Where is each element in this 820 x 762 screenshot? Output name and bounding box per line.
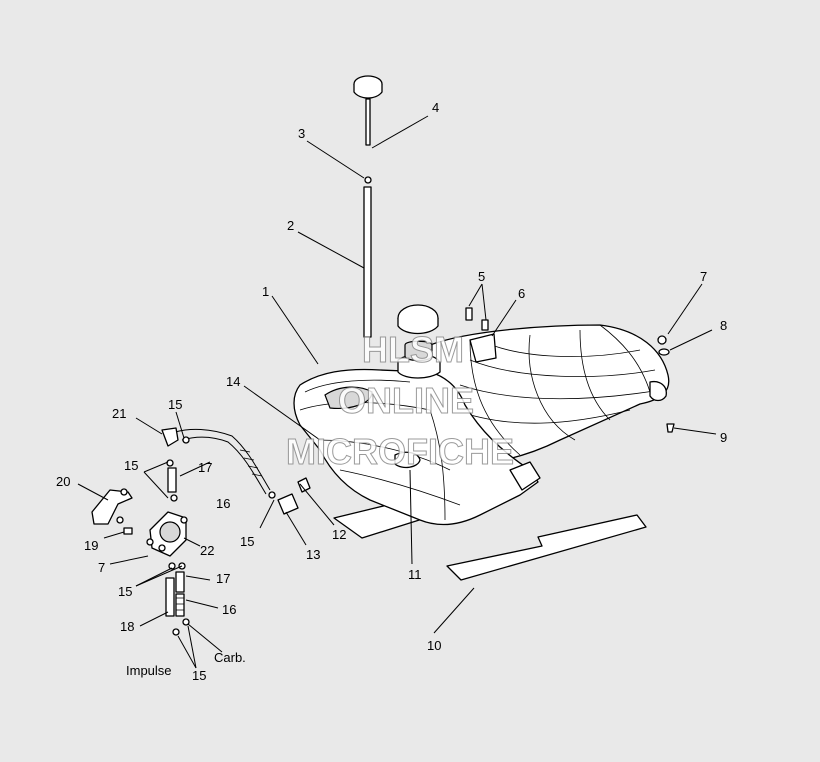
callout-1: 1 — [262, 284, 269, 299]
callout-7-left: 7 — [98, 560, 105, 575]
fuel-tank — [293, 353, 541, 526]
callout-15-top: 15 — [168, 397, 182, 412]
bolts-and-bracket — [465, 307, 497, 363]
fuel-pump-assembly — [91, 427, 190, 636]
leader-lines — [77, 115, 717, 669]
label-impulse: Impulse — [126, 663, 172, 678]
callout-20: 20 — [56, 474, 70, 489]
callout-15-hose: 15 — [240, 534, 254, 549]
callout-13: 13 — [306, 547, 320, 562]
callout-5: 5 — [478, 269, 485, 284]
clamp-12 — [297, 477, 311, 493]
vent-hose — [174, 428, 271, 495]
fitting-13 — [268, 491, 299, 515]
callout-17-lower: 17 — [216, 571, 230, 586]
callout-16-lower: 16 — [222, 602, 236, 617]
callout-14: 14 — [226, 374, 240, 389]
callout-15-lower: 15 — [118, 584, 132, 599]
callout-15-mid: 15 — [124, 458, 138, 473]
callout-8: 8 — [720, 318, 727, 333]
callout-21: 21 — [112, 406, 126, 421]
callout-22: 22 — [200, 543, 214, 558]
callout-19: 19 — [84, 538, 98, 553]
callout-2: 2 — [287, 218, 294, 233]
gauge-cap-assembly — [353, 75, 383, 338]
callout-10: 10 — [427, 638, 441, 653]
callout-numbers: 4 3 2 1 5 6 7 8 9 10 11 12 13 14 15 21 1… — [56, 100, 727, 683]
callout-11: 11 — [408, 567, 422, 582]
decal-10 — [446, 514, 647, 581]
watermark-line-2: ONLINE — [338, 380, 474, 421]
callout-9: 9 — [720, 430, 727, 445]
callout-16-upper: 16 — [216, 496, 230, 511]
callout-4: 4 — [432, 100, 439, 115]
watermark: HLSM ONLINE MICROFICHE — [286, 329, 515, 473]
callout-18: 18 — [120, 619, 134, 634]
right-hardware — [657, 335, 675, 433]
callout-3: 3 — [298, 126, 305, 141]
callout-15-bottom: 15 — [192, 668, 206, 683]
tank-filler-cap — [397, 304, 439, 362]
callout-12: 12 — [332, 527, 346, 542]
callout-7-right: 7 — [700, 269, 707, 284]
callout-6: 6 — [518, 286, 525, 301]
label-carb: Carb. — [214, 650, 246, 665]
watermark-line-3: MICROFICHE — [286, 431, 514, 472]
watermark-line-1: HLSM — [362, 329, 464, 370]
callout-17-upper: 17 — [198, 460, 212, 475]
